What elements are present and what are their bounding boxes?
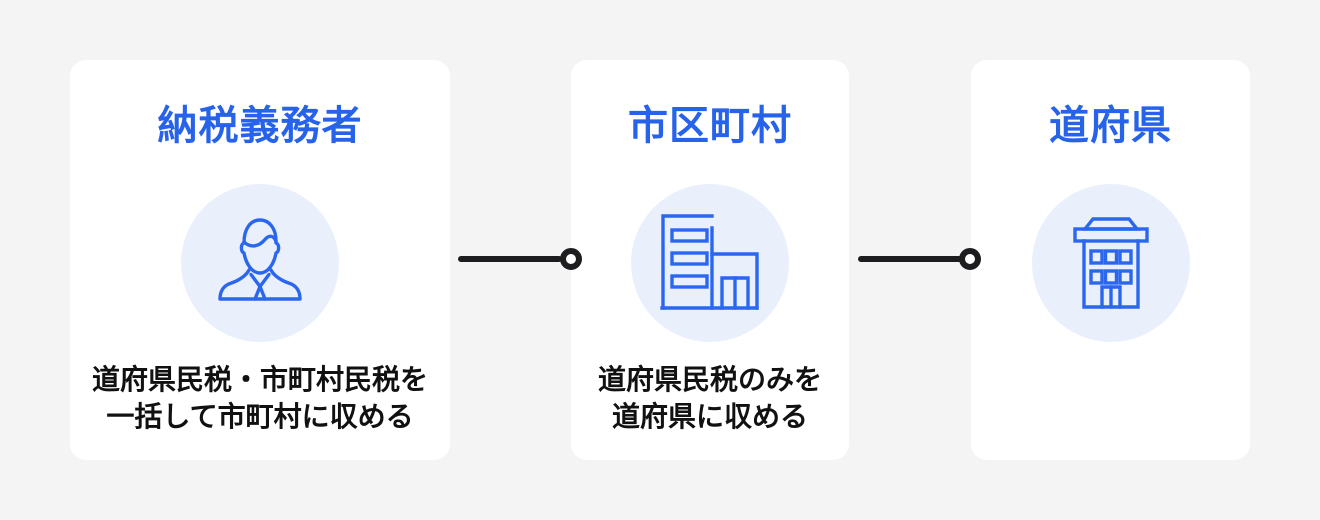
description-line: 道府県民税・市町村民税を xyxy=(91,364,428,395)
taxpayer-icon-circle xyxy=(181,184,339,342)
description-line: 道府県民税のみを xyxy=(597,364,822,395)
description-line: 道府県に収める xyxy=(611,401,808,432)
municipality-icon-circle xyxy=(631,184,789,342)
card-taxpayer-description: 道府県民税・市町村民税を 一括して市町村に収める xyxy=(92,361,428,435)
card-prefecture: 道府県 xyxy=(971,60,1250,460)
card-prefecture-title: 道府県 xyxy=(1049,104,1172,148)
card-taxpayer: 納税義務者 道府県民税・市町村民税を 一括して市町村に収める xyxy=(70,60,450,460)
card-municipality-description: 道府県民税のみを 道府県に収める xyxy=(598,361,822,435)
description-line: 一括して市町村に収める xyxy=(106,401,414,432)
card-taxpayer-title: 納税義務者 xyxy=(157,104,363,148)
connector-line-1 xyxy=(458,256,562,262)
prefecture-icon-circle xyxy=(1031,184,1190,342)
taxpayer-person-icon xyxy=(218,218,302,301)
connector-ring-1 xyxy=(560,248,582,270)
municipal-office-building-icon xyxy=(660,214,759,310)
connector-line-2 xyxy=(858,256,962,262)
card-municipality-title: 市区町村 xyxy=(628,104,792,148)
prefecture-building-icon xyxy=(1072,217,1149,309)
connector-ring-2 xyxy=(959,248,981,270)
card-municipality: 市区町村 道府県民税のみを 道府県に収める xyxy=(571,60,849,460)
